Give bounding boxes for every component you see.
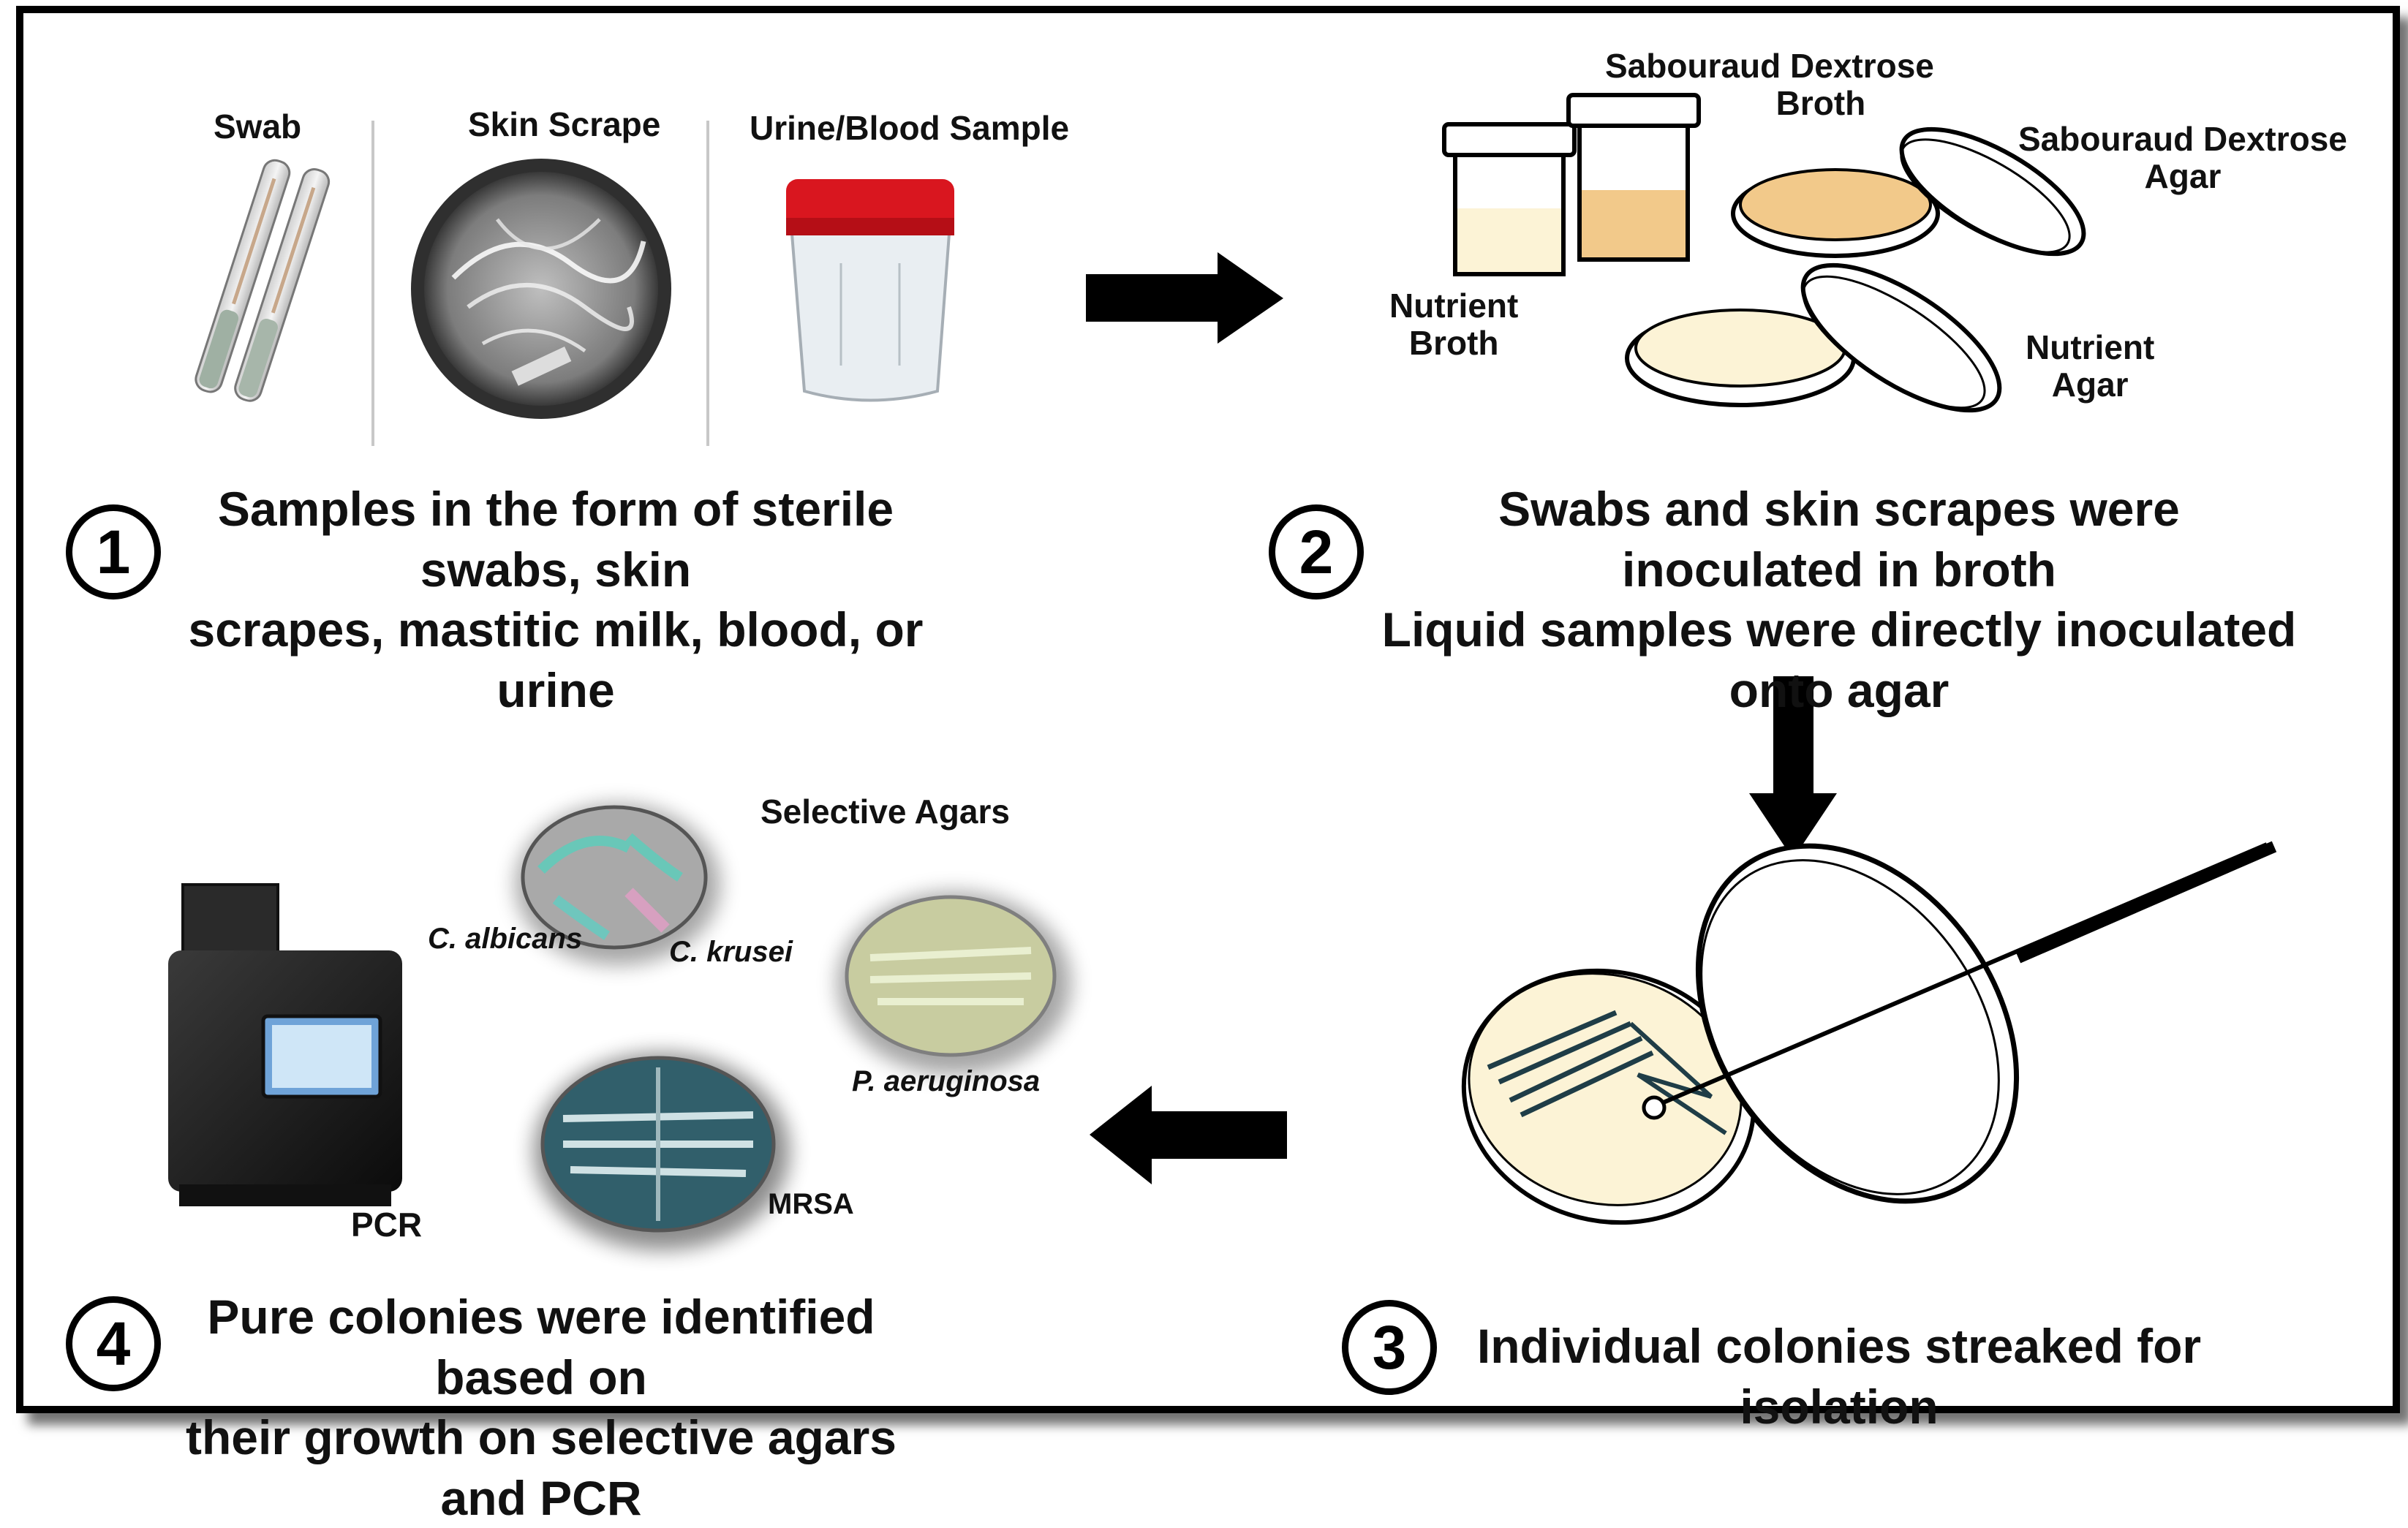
c-albicans-label: C. albicans: [428, 923, 583, 955]
nutrient-broth-label-line2: Broth: [1408, 323, 1499, 362]
step-2-caption-line1: Swabs and skin scrapes were inoculated i…: [1498, 482, 2180, 597]
workflow-diagram: 1 2 3 4 Samples in the form of sterile s…: [16, 6, 2400, 1525]
step-2-number-text: 2: [1299, 517, 1334, 586]
step-1-caption: Samples in the form of sterile swabs, sk…: [179, 479, 932, 720]
step-4-number: 4: [66, 1296, 161, 1391]
step-1-caption-line2: scrapes, mastitic milk, blood, or urine: [188, 602, 924, 717]
urine-container-illustration: [786, 179, 954, 402]
step-1-number: 1: [66, 504, 161, 600]
swab-label: Swab: [214, 107, 302, 145]
mrsa-label: MRSA: [768, 1188, 854, 1220]
selective-agar-mrsa: [534, 1053, 790, 1250]
step-3-number: 3: [1342, 1300, 1437, 1395]
selective-agars-label: Selective Agars: [760, 793, 1010, 831]
selective-agar-c-candida: [516, 804, 720, 965]
sd-agar-plate: [1731, 126, 2086, 258]
step-3-number-text: 3: [1372, 1312, 1407, 1382]
arrow-left: [1090, 1086, 1287, 1184]
step-3-caption-line1: Individual colonies streaked for isolati…: [1476, 1319, 2202, 1434]
arrow-down: [1749, 676, 1837, 859]
step-2-caption: Swabs and skin scrapes were inoculated i…: [1375, 479, 2303, 720]
urine-blood-label: Urine/Blood Sample: [750, 109, 1070, 147]
swab-tubes-illustration: [195, 159, 331, 402]
nutrient-broth-label-line1: Nutrient: [1389, 287, 1519, 325]
step-4-caption-line1: Pure colonies were identified based on: [207, 1290, 875, 1404]
step-3-caption: Individual colonies streaked for isolati…: [1455, 1316, 2223, 1437]
step-2-caption-line2: Liquid samples were directly inoculated …: [1381, 602, 2297, 717]
sd-broth-label-line2: Broth: [1775, 83, 1866, 122]
sd-agar-label-line1: Sabouraud Dextrose: [2018, 120, 2347, 158]
step-4-number-text: 4: [96, 1309, 131, 1378]
nutrient-broth-label: Nutrient Broth: [1389, 287, 1518, 361]
sd-broth-label: Sabouraud Dextrose Broth: [1605, 48, 1934, 121]
p-aeruginosa-label: P. aeruginosa: [852, 1065, 1041, 1097]
nutrient-agar-label-line1: Nutrient: [2026, 328, 2155, 366]
diagram-graphics: [168, 93, 2277, 1250]
step-1-caption-line1: Samples in the form of sterile swabs, sk…: [217, 482, 894, 597]
nutrient-agar-plate: [1625, 262, 2002, 413]
step-4-caption-line2: their growth on selective agars and PCR: [186, 1410, 897, 1525]
c-krusei-label: C. krusei: [669, 936, 793, 968]
streak-plate-illustration: [1461, 841, 2277, 1225]
selective-agar-p-aeruginosa: [837, 892, 1071, 1075]
skin-scrape-label: Skin Scrape: [468, 105, 661, 143]
pcr-label: PCR: [351, 1206, 423, 1244]
step-4-caption: Pure colonies were identified based on t…: [175, 1287, 907, 1528]
nutrient-agar-label-line2: Agar: [2051, 365, 2129, 404]
pcr-machine-illustration: [168, 883, 402, 1206]
step-1-number-text: 1: [96, 517, 131, 586]
arrow-right: [1086, 252, 1283, 344]
sd-broth-jar: [1566, 93, 1701, 262]
sd-agar-label-line2: Agar: [2144, 156, 2222, 195]
sd-broth-label-line1: Sabouraud Dextrose: [1605, 47, 1934, 85]
nutrient-agar-label: Nutrient Agar: [2026, 329, 2154, 403]
nutrient-broth-jar: [1442, 122, 1577, 276]
skin-scrape-dish-illustration: [411, 159, 671, 419]
step-2-number: 2: [1269, 504, 1364, 600]
sd-agar-label: Sabouraud Dextrose Agar: [2018, 121, 2347, 194]
